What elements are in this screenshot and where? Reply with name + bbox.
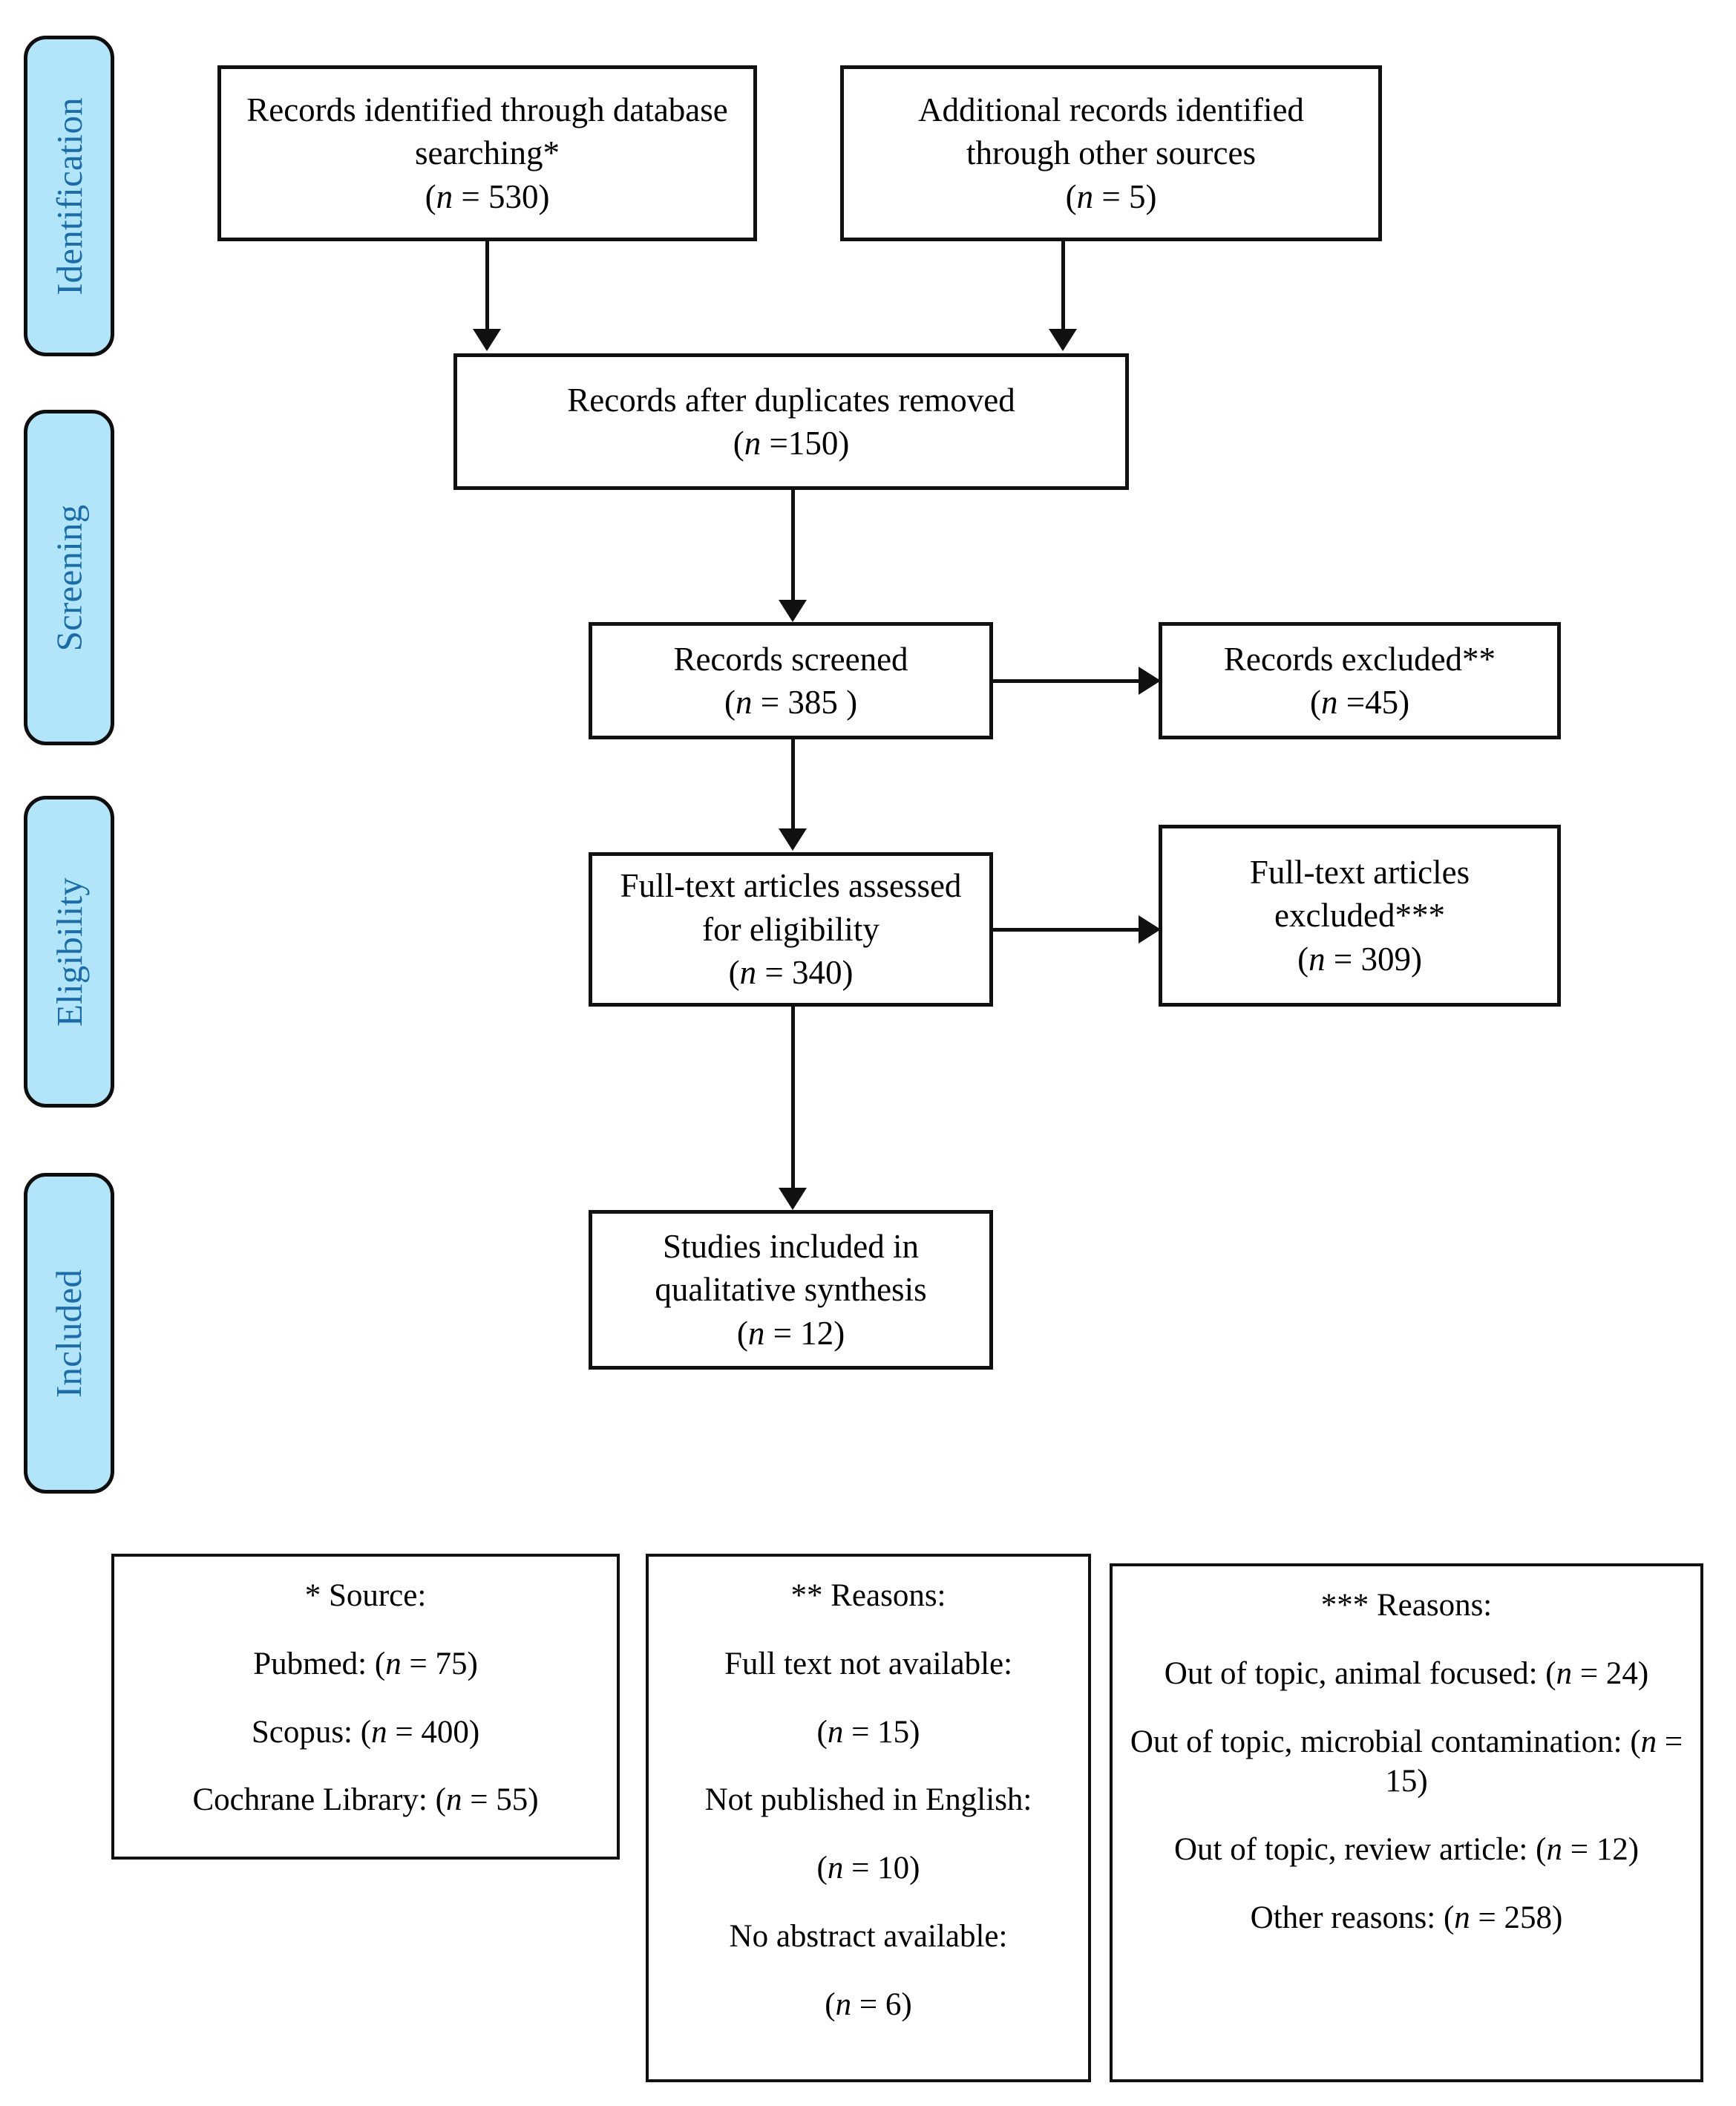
box-records-identified-database: Records identified through database sear…: [217, 65, 757, 241]
note-box-source: * Source: Pubmed: (n = 75) Scopus: (n = …: [111, 1554, 620, 1860]
note-item: Full text not available:: [724, 1646, 1013, 1681]
box-line: Records excluded**: [1223, 640, 1496, 678]
note-item: Cochrane Library: (n = 55): [192, 1782, 539, 1818]
arrowhead-screened-to-excluded: [1139, 667, 1161, 695]
box-line-count: (n =150): [733, 425, 850, 462]
box-additional-records-other-sources: Additional records identified through ot…: [840, 65, 1382, 241]
note-item: Out of topic, review article: (n = 12): [1173, 1832, 1640, 1867]
box-line: through other sources: [966, 134, 1256, 172]
connector-screened-to-excluded: [993, 679, 1141, 683]
connector-fulltext-to-included: [791, 1007, 795, 1191]
box-line-count: (n =45): [1309, 684, 1410, 721]
box-line: for eligibility: [702, 910, 880, 948]
box-line: Records after duplicates removed: [567, 381, 1015, 419]
box-line-count: (n = 530): [425, 177, 550, 215]
stage-pill-included: Included: [24, 1173, 114, 1494]
box-records-excluded: Records excluded** (n =45): [1159, 622, 1561, 739]
box-fulltext-excluded: Full-text articles excluded*** (n = 309): [1159, 825, 1561, 1007]
note-item: Scopus: (n = 400): [251, 1714, 480, 1750]
note-item-count: (n = 10): [816, 1851, 920, 1886]
box-line-count: (n = 340): [728, 954, 854, 992]
note-item: Other reasons: (n = 258): [1250, 1900, 1563, 1935]
stage-label-included: Included: [48, 1269, 90, 1398]
note-item: Not published in English:: [704, 1782, 1032, 1818]
box-line-count: (n = 385 ): [724, 684, 858, 721]
connector-screened-to-fulltext: [791, 739, 795, 831]
note-title: ** Reasons:: [790, 1578, 946, 1613]
connector-other-sources-to-duplicates: [1061, 241, 1065, 332]
arrowhead-screened-to-fulltext: [779, 828, 807, 851]
box-line: qualitative synthesis: [655, 1271, 927, 1309]
box-line: searching*: [415, 134, 560, 172]
note-item: No abstract available:: [729, 1918, 1008, 1954]
arrowhead-other-sources-to-duplicates: [1049, 329, 1077, 351]
note-title: *** Reasons:: [1320, 1588, 1493, 1623]
note-box-fulltext-reasons: *** Reasons: Out of topic, animal focuse…: [1110, 1563, 1703, 2082]
arrowhead-identified-to-duplicates: [473, 329, 501, 351]
box-line: Records identified through database: [246, 91, 728, 128]
stage-pill-screening: Screening: [24, 410, 114, 745]
stage-pill-eligibility: Eligibility: [24, 796, 114, 1108]
note-item: Out of topic, microbial contamination: (…: [1130, 1724, 1683, 1799]
arrowhead-fulltext-to-included: [779, 1188, 807, 1210]
box-line-count: (n = 309): [1297, 940, 1422, 978]
box-line: excluded***: [1274, 897, 1445, 935]
connector-fulltext-to-excluded: [993, 928, 1141, 932]
box-records-after-duplicates-removed: Records after duplicates removed (n =150…: [453, 353, 1129, 490]
stage-label-screening: Screening: [48, 504, 90, 651]
note-box-screening-reasons: ** Reasons: Full text not available: (n …: [646, 1554, 1091, 2082]
box-line: Additional records identified: [918, 91, 1304, 128]
box-studies-included: Studies included in qualitative synthesi…: [589, 1210, 993, 1370]
box-line: Full-text articles assessed: [620, 867, 962, 905]
box-line: Full-text articles: [1249, 853, 1470, 891]
note-title: * Source:: [304, 1578, 427, 1613]
connector-identified-to-duplicates: [485, 241, 489, 332]
box-line-count: (n = 12): [736, 1314, 845, 1352]
arrowhead-duplicates-to-screened: [779, 600, 807, 622]
note-item-count: (n = 15): [816, 1714, 920, 1750]
stage-label-eligibility: Eligibility: [48, 877, 90, 1027]
box-records-screened: Records screened (n = 385 ): [589, 622, 993, 739]
box-line: Studies included in: [663, 1227, 919, 1265]
arrowhead-fulltext-to-excluded: [1139, 915, 1161, 944]
box-line: Records screened: [673, 640, 908, 678]
stage-label-identification: Identification: [48, 97, 90, 295]
box-fulltext-assessed: Full-text articles assessed for eligibil…: [589, 852, 993, 1007]
box-line-count: (n = 5): [1065, 177, 1157, 215]
note-item-count: (n = 6): [825, 1986, 912, 2022]
stage-pill-identification: Identification: [24, 36, 114, 356]
note-item: Out of topic, animal focused: (n = 24): [1164, 1655, 1649, 1691]
note-item: Pubmed: (n = 75): [253, 1646, 478, 1681]
connector-duplicates-to-screened: [791, 490, 795, 603]
